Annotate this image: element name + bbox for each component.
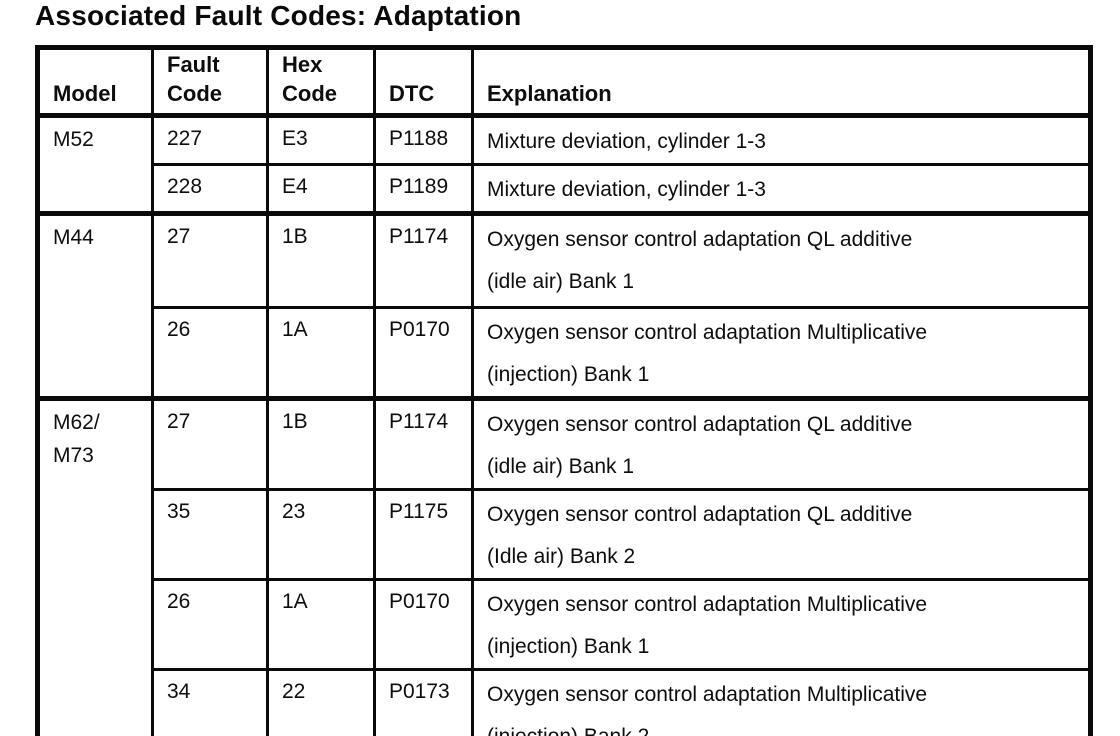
cell-explanation: Oxygen sensor control adaptation Multipl… [471, 668, 1093, 736]
table-row: M44 27 1B P1174 Oxygen sensor control ad… [35, 211, 1093, 400]
table-row: M52 227 E3 P1188 Mixture deviation, cyli… [35, 113, 1093, 215]
header-explanation: Explanation [471, 45, 1093, 118]
cell-explanation: Oxygen sensor control adaptation Multipl… [471, 306, 1093, 400]
cell-fault-code: 27 [151, 396, 269, 491]
cell-dtc: P0170 [373, 306, 474, 400]
cell-fault-code: 228 [151, 163, 269, 215]
cell-hex-code: 1B [266, 396, 376, 491]
table-row: 26 1A P0170 Oxygen sensor control adapta… [38, 578, 1093, 671]
cell-fault-code: 26 [151, 578, 269, 671]
cell-dtc: P1188 [373, 113, 474, 166]
header-fault-code: Fault Code [151, 45, 269, 118]
cell-dtc: P1175 [373, 488, 474, 581]
cell-hex-code: 1B [266, 211, 376, 309]
cell-hex-code: E4 [266, 163, 376, 215]
header-hex-code: Hex Code [266, 45, 376, 118]
cell-dtc: P0173 [373, 668, 474, 736]
cell-explanation: Mixture deviation, cylinder 1-3 [471, 113, 1093, 166]
cell-hex-code: E3 [266, 113, 376, 166]
cell-fault-code: 27 [151, 211, 269, 309]
cell-explanation: Oxygen sensor control adaptation Multipl… [471, 578, 1093, 671]
cell-hex-code: 22 [266, 668, 376, 736]
cell-explanation: Oxygen sensor control adaptation QL addi… [471, 396, 1093, 491]
cell-hex-code: 1A [266, 306, 376, 400]
table-row: 35 23 P1175 Oxygen sensor control adapta… [38, 488, 1093, 581]
table-row: 228 E4 P1189 Mixture deviation, cylinder… [38, 163, 1093, 215]
cell-explanation: Oxygen sensor control adaptation QL addi… [471, 211, 1093, 309]
cell-dtc: P1189 [373, 163, 474, 215]
cell-dtc: P1174 [373, 396, 474, 491]
cell-hex-code: 1A [266, 578, 376, 671]
header-dtc: DTC [373, 45, 474, 118]
cell-hex-code: 23 [266, 488, 376, 581]
table-row: 26 1A P0170 Oxygen sensor control adapta… [38, 306, 1093, 400]
cell-dtc: P0170 [373, 578, 474, 671]
fault-codes-table: Model Fault Code Hex Code DTC Explanatio… [35, 45, 1093, 736]
cell-model: M44 [35, 211, 154, 400]
page-title: Associated Fault Codes: Adaptation [35, 0, 522, 31]
table-row: M62/ M73 27 1B P1174 Oxygen sensor contr… [35, 396, 1093, 736]
cell-model: M62/ M73 [35, 396, 154, 736]
cell-explanation: Mixture deviation, cylinder 1-3 [471, 163, 1093, 215]
cell-fault-code: 26 [151, 306, 269, 400]
cell-explanation: Oxygen sensor control adaptation QL addi… [471, 488, 1093, 581]
cell-fault-code: 227 [151, 113, 269, 166]
cell-fault-code: 35 [151, 488, 269, 581]
table-row: 34 22 P0173 Oxygen sensor control adapta… [38, 668, 1093, 736]
cell-dtc: P1174 [373, 211, 474, 309]
header-model: Model [35, 45, 154, 118]
cell-model: M52 [35, 113, 154, 215]
cell-fault-code: 34 [151, 668, 269, 736]
table-header-row: Model Fault Code Hex Code DTC Explanatio… [35, 45, 1093, 118]
